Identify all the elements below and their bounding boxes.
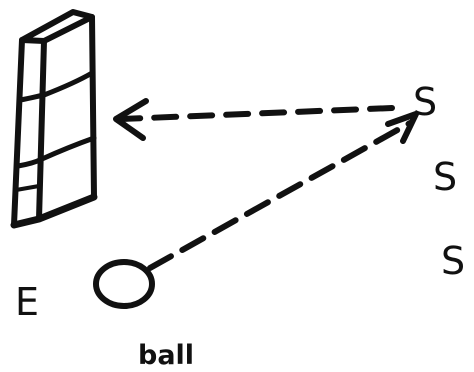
- player-label-bottom: S: [441, 242, 465, 280]
- end-label: E: [15, 283, 39, 321]
- player-label-top: S: [413, 83, 437, 121]
- pass-arrow-from-ball: [150, 114, 416, 268]
- ball-label: ball: [138, 342, 194, 369]
- pass-arrow-to-wall: [116, 101, 392, 138]
- ball-shape: [96, 262, 152, 306]
- player-label-middle: S: [433, 158, 457, 196]
- wall-drawing: [14, 12, 94, 225]
